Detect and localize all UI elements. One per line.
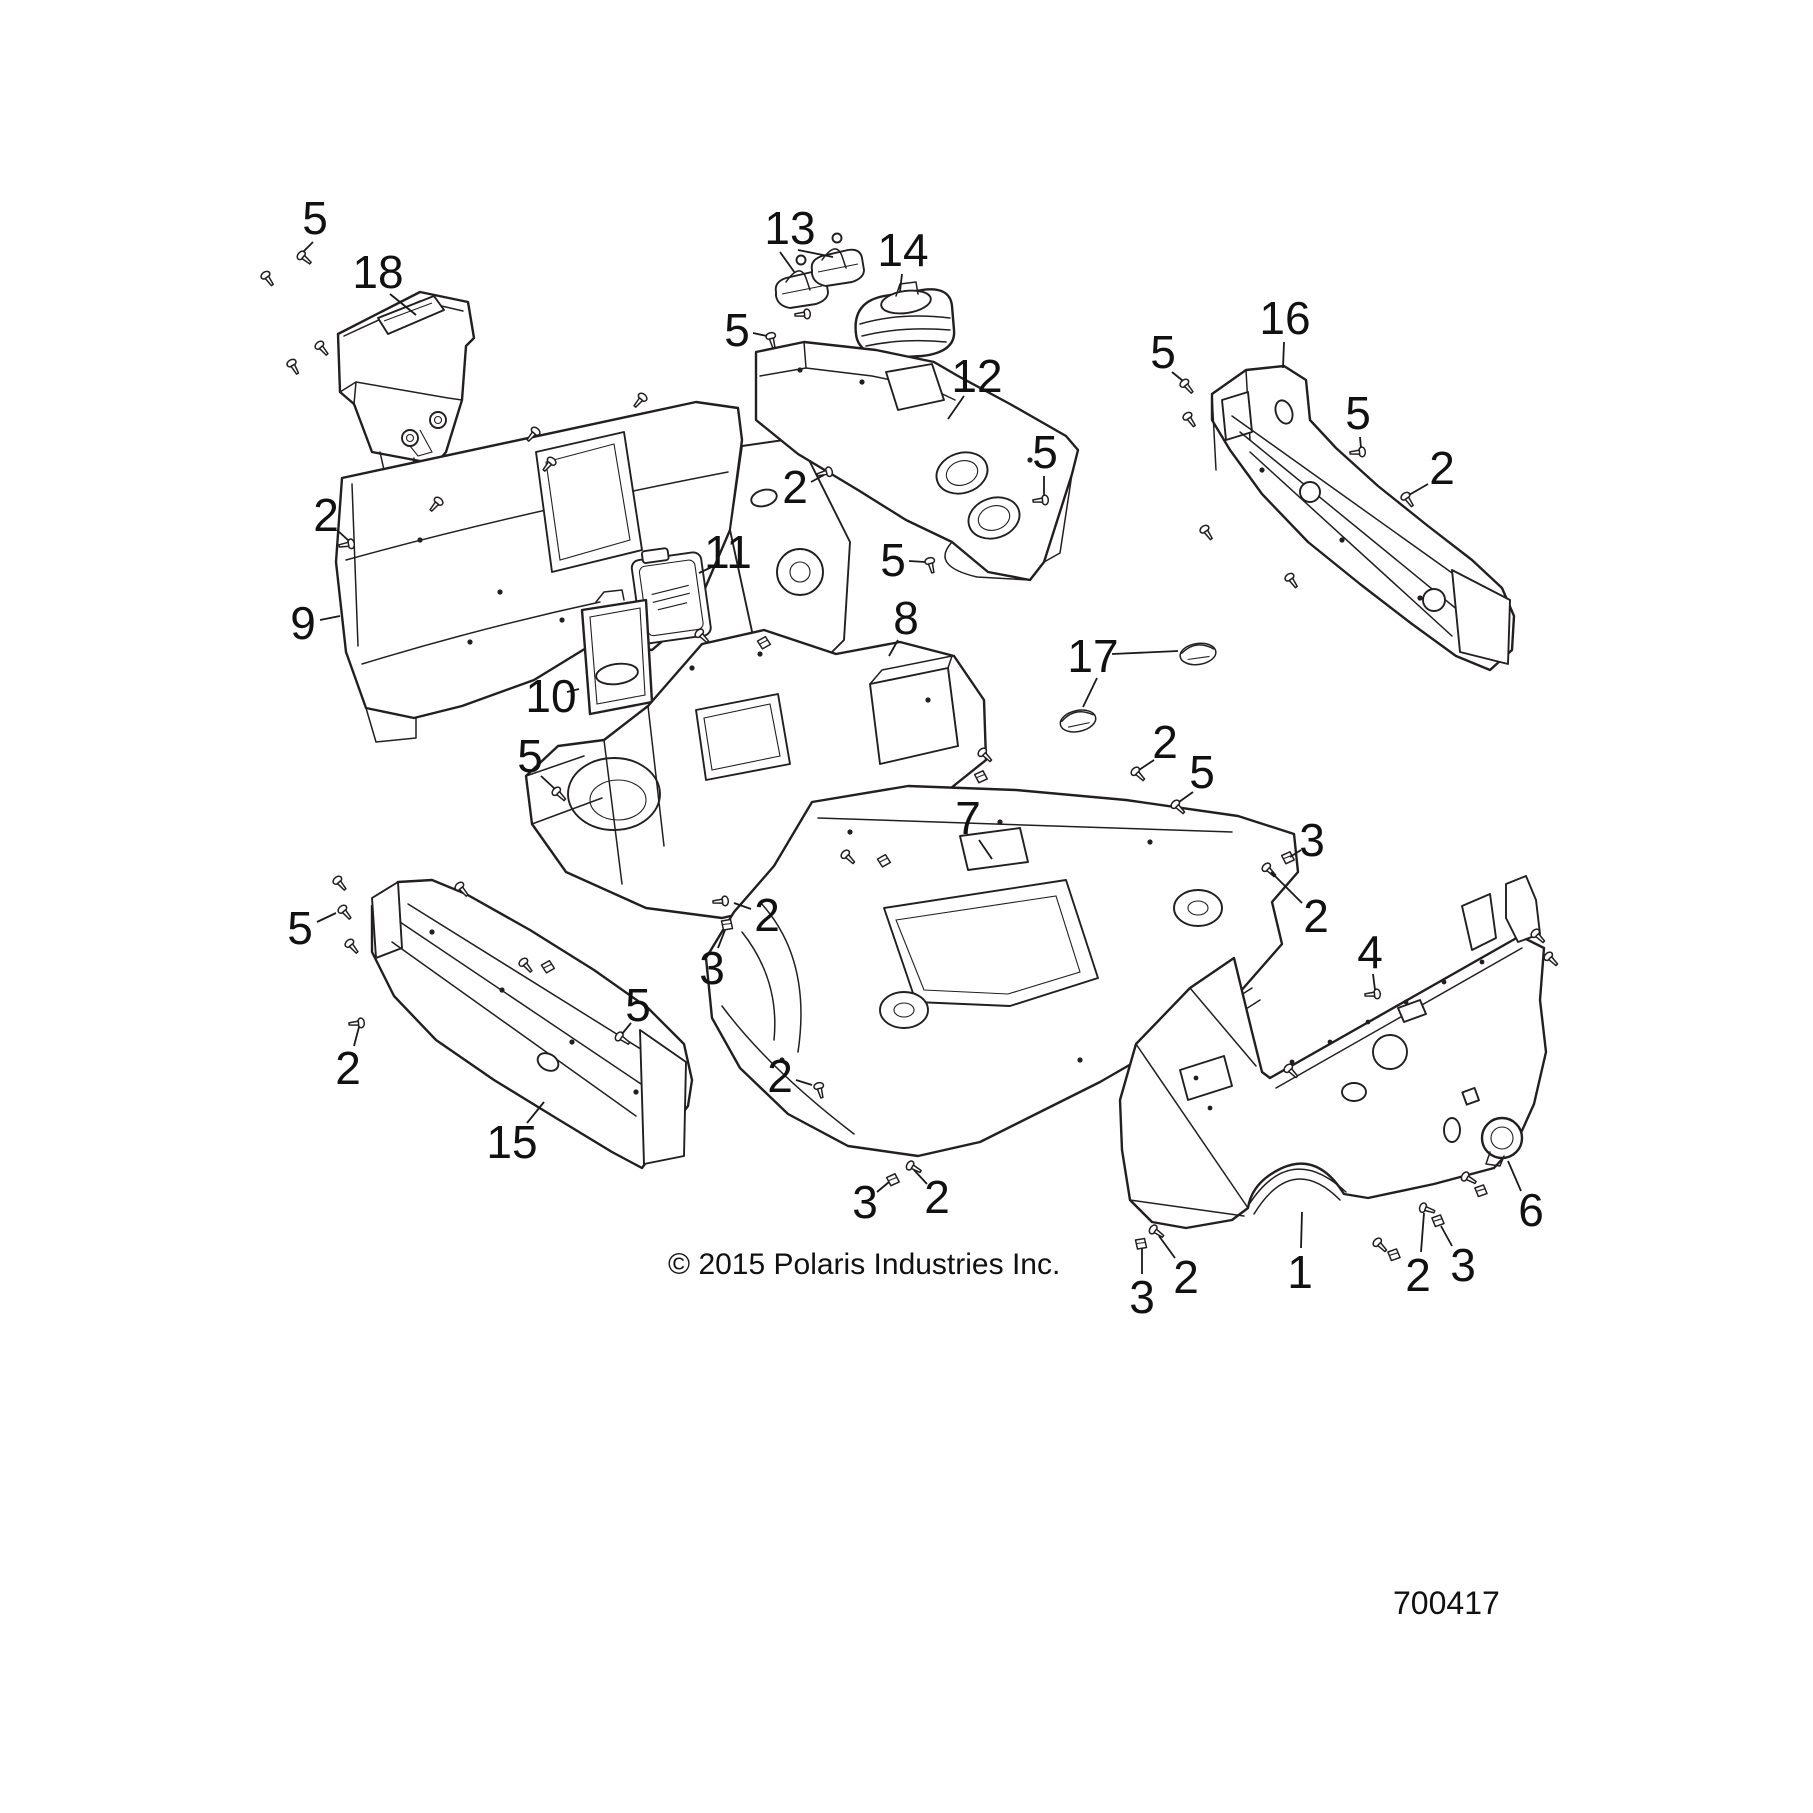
- leader-line: [526, 1101, 545, 1124]
- callout-label-2: 2: [335, 1042, 361, 1094]
- leader-line: [1138, 759, 1155, 771]
- leader-line: [1359, 436, 1362, 449]
- callout-label-5: 5: [1189, 746, 1215, 798]
- callout-label-5: 5: [880, 534, 906, 586]
- part-10-glovebox-door: [580, 589, 654, 716]
- callout-label-9: 9: [290, 597, 316, 649]
- callout-label-11: 11: [704, 526, 752, 578]
- callout-label-4: 4: [1357, 926, 1383, 978]
- leader-line: [876, 1181, 890, 1193]
- copyright-text: © 2015 Polaris Industries Inc.: [668, 1248, 1060, 1281]
- callout-label-15: 15: [486, 1116, 537, 1168]
- leader-line: [1158, 1235, 1176, 1259]
- leader-line: [1171, 371, 1184, 382]
- callout-label-14: 14: [877, 224, 928, 276]
- diagram-number: 700417: [1393, 1585, 1500, 1621]
- callout-label-2: 2: [1405, 1249, 1431, 1301]
- leader-line: [913, 1169, 928, 1185]
- leader-line: [302, 241, 314, 253]
- leader-line: [733, 902, 752, 910]
- callout-label-2: 2: [754, 889, 780, 941]
- callout-label-8: 8: [893, 592, 919, 644]
- leader-line: [1282, 341, 1285, 369]
- callout-label-2: 2: [782, 461, 808, 513]
- callout-label-1: 1: [1287, 1246, 1313, 1298]
- part-12-center-console: [754, 340, 1080, 582]
- leader-line: [978, 839, 993, 860]
- callout-label-2: 2: [924, 1171, 950, 1223]
- callout-label-5: 5: [625, 979, 651, 1031]
- leader-line: [1420, 1212, 1425, 1253]
- callout-label-5: 5: [1032, 426, 1058, 478]
- leader-line: [1300, 1211, 1303, 1249]
- callout-label-13: 13: [764, 202, 815, 254]
- clip-nut-icon: [720, 918, 734, 931]
- leader-line: [1372, 973, 1376, 991]
- part-13-switch-caps: [774, 232, 865, 309]
- leader-line: [1178, 791, 1194, 803]
- callout-label-7: 7: [955, 792, 981, 844]
- callout-label-5: 5: [287, 902, 313, 954]
- leader-line: [1082, 677, 1098, 708]
- callout-label-18: 18: [352, 246, 403, 298]
- leader-line: [353, 1026, 360, 1047]
- callout-label-2: 2: [1173, 1251, 1199, 1303]
- callout-label-3: 3: [1299, 814, 1325, 866]
- leader-line: [540, 775, 556, 790]
- callout-label-3: 3: [1129, 1271, 1155, 1323]
- callout-label-5: 5: [302, 192, 328, 244]
- callout-label-3: 3: [1450, 1239, 1476, 1291]
- callout-label-2: 2: [1429, 442, 1455, 494]
- leader-line: [621, 1022, 632, 1035]
- leader-line: [1289, 849, 1302, 858]
- part-14-shifter-boot: [854, 281, 956, 360]
- part-16-rocker-panel-right: [1210, 364, 1516, 672]
- callout-label-5: 5: [1150, 326, 1176, 378]
- callout-label-3: 3: [699, 942, 725, 994]
- leader-line: [389, 293, 417, 316]
- leader-line: [336, 529, 350, 542]
- leader-line: [797, 249, 834, 258]
- callout-label-5: 5: [724, 304, 750, 356]
- leader-line: [698, 565, 715, 574]
- callout-label-16: 16: [1259, 292, 1310, 344]
- leader-line: [319, 615, 341, 621]
- callout-label-2: 2: [1152, 716, 1178, 768]
- part-1-rear-closeoff-panel: [1118, 875, 1548, 1230]
- leader-line: [888, 639, 899, 657]
- callout-label-3: 3: [852, 1176, 878, 1228]
- leader-line: [908, 560, 926, 563]
- callout-label-6: 6: [1518, 1184, 1544, 1236]
- leader-line: [779, 251, 796, 274]
- leader-line: [316, 912, 337, 923]
- leader-line: [1270, 871, 1303, 904]
- leader-line: [566, 688, 580, 693]
- leader-line: [795, 1079, 813, 1086]
- callout-label-2: 2: [313, 489, 339, 541]
- leader-line: [947, 395, 965, 420]
- part-18-storage-bin: [336, 290, 476, 475]
- part-6-access-cap: [1480, 1116, 1524, 1167]
- part-11-access-door: [630, 547, 712, 645]
- leader-line: [1507, 1160, 1522, 1192]
- callout-label-2: 2: [767, 1050, 793, 1102]
- leader-line: [1111, 650, 1179, 655]
- leader-line: [752, 332, 768, 337]
- leader-line: [717, 929, 726, 949]
- callout-label-17: 17: [1067, 630, 1118, 682]
- callout-label-5: 5: [1345, 387, 1371, 439]
- callout-label-10: 10: [525, 670, 576, 722]
- leader-line: [810, 474, 825, 483]
- leader-line: [1440, 1225, 1453, 1247]
- leader-line: [899, 273, 903, 292]
- callout-label-2: 2: [1303, 890, 1329, 942]
- callout-label-12: 12: [951, 350, 1002, 402]
- clip-nut-icon: [1134, 1237, 1148, 1250]
- leader-line: [1408, 483, 1429, 496]
- callout-label-5: 5: [517, 730, 543, 782]
